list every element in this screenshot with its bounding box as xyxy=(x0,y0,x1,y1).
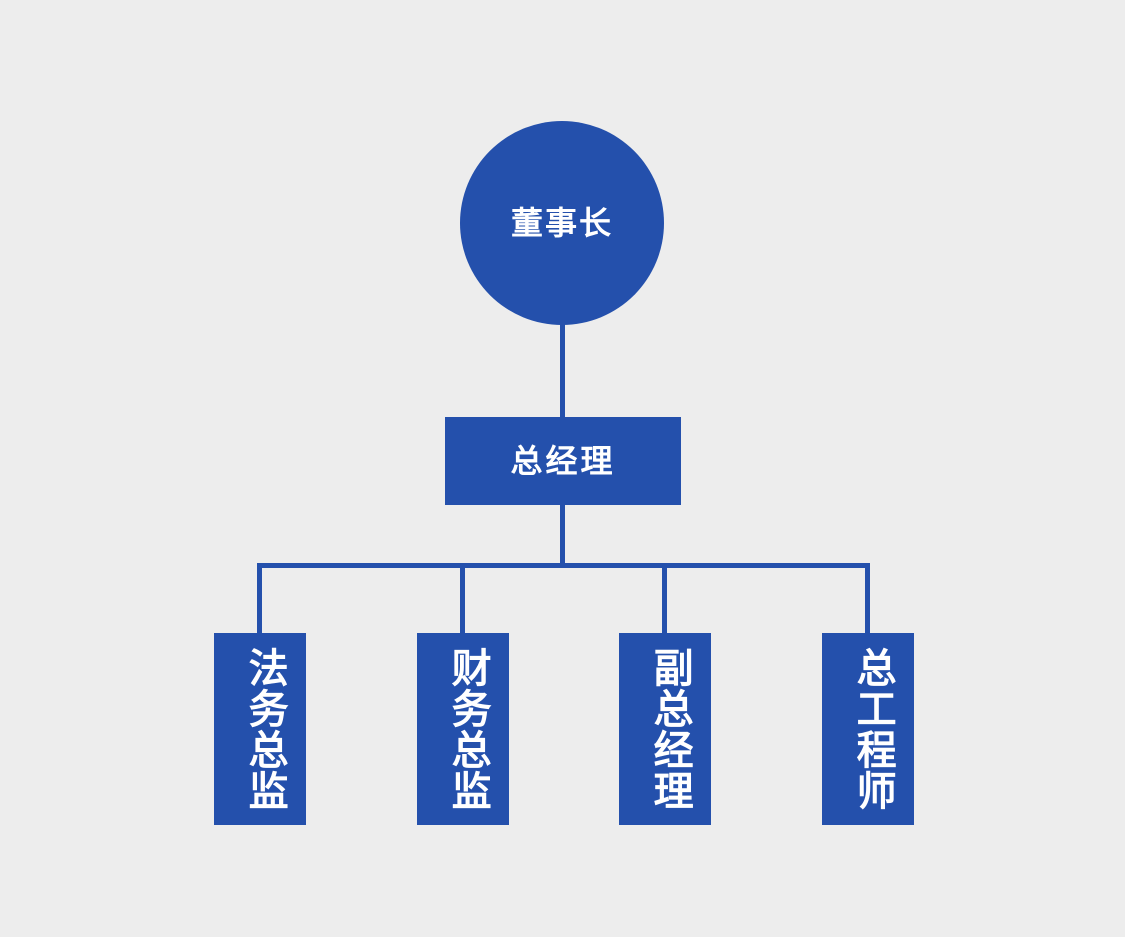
node-legal-director-label: 法务总监 xyxy=(242,647,287,811)
node-general-manager[interactable]: 总经理 xyxy=(445,417,681,505)
node-deputy-general-manager[interactable]: 副总经理 xyxy=(619,633,711,825)
node-finance-director-label: 财务总监 xyxy=(445,647,490,811)
node-legal-director[interactable]: 法务总监 xyxy=(214,633,306,825)
node-chief-engineer-label: 总工程师 xyxy=(850,647,895,811)
node-chairman[interactable]: 董事长 xyxy=(460,121,664,325)
node-general-manager-label: 总经理 xyxy=(510,443,616,479)
node-chief-engineer[interactable]: 总工程师 xyxy=(822,633,914,825)
node-finance-director[interactable]: 财务总监 xyxy=(417,633,509,825)
node-chairman-label: 董事长 xyxy=(510,205,613,241)
node-deputy-general-manager-label: 副总经理 xyxy=(647,647,692,811)
